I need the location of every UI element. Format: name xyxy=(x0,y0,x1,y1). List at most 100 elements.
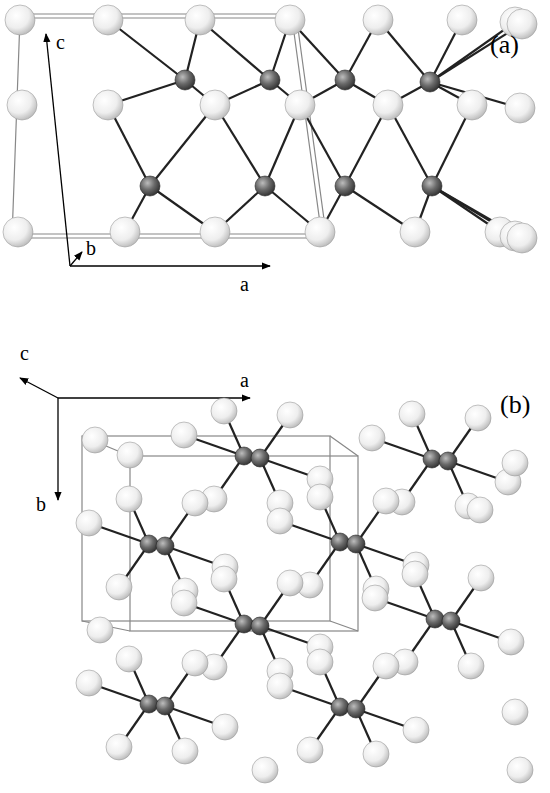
anion-atom xyxy=(373,90,403,120)
cation-atom xyxy=(156,537,174,555)
anion-atom xyxy=(402,561,428,587)
anion-atom xyxy=(458,653,484,679)
panel-label: (b) xyxy=(500,392,530,418)
anion-atom xyxy=(373,653,399,679)
bond xyxy=(430,24,522,82)
anion-atom xyxy=(277,570,303,596)
anion-atom xyxy=(172,738,198,764)
cation-atom xyxy=(331,698,349,716)
anion-atom xyxy=(211,398,237,424)
anion-atom xyxy=(363,5,393,35)
anion-atom xyxy=(362,585,388,611)
cation-atom xyxy=(260,70,280,90)
anion-atom xyxy=(3,217,33,247)
cation-atom xyxy=(420,72,440,92)
anion-atom xyxy=(93,5,123,35)
axes-b xyxy=(20,378,250,500)
anion-atom xyxy=(305,217,335,247)
cation-atom xyxy=(347,535,365,553)
cation-atom xyxy=(426,610,444,628)
anion-atom xyxy=(359,425,385,451)
panel-label: (a) xyxy=(490,32,519,58)
anion-atom xyxy=(106,734,132,760)
cation-atom xyxy=(140,695,158,713)
anion-atom xyxy=(285,90,315,120)
anion-atom xyxy=(76,670,102,696)
cation-atom xyxy=(423,450,441,468)
cation-atom xyxy=(251,449,269,467)
anion-atom xyxy=(505,93,535,123)
cation-atom xyxy=(140,176,160,196)
anion-atom xyxy=(457,90,487,120)
cation-atom xyxy=(156,697,174,715)
anion-atom xyxy=(82,427,108,453)
anion-atom xyxy=(399,401,425,427)
bonds xyxy=(89,20,522,754)
cation-atom xyxy=(255,176,275,196)
axis-label: a xyxy=(240,274,249,294)
anion-atom xyxy=(403,717,429,743)
anion-atom xyxy=(502,450,528,476)
anion-atom xyxy=(185,5,215,35)
anion-atom xyxy=(87,617,113,643)
anion-atom xyxy=(116,486,142,512)
cation-atom xyxy=(235,447,253,465)
anion-atom xyxy=(275,5,305,35)
anion-atom xyxy=(297,737,323,763)
anion-atom xyxy=(267,673,293,699)
anion-atom xyxy=(212,714,238,740)
anion-atom xyxy=(171,590,197,616)
axis-label: b xyxy=(36,494,46,514)
anion-atom xyxy=(400,217,430,247)
anion-atom xyxy=(7,90,37,120)
anion-atom xyxy=(117,442,143,468)
anion-atom xyxy=(467,497,493,523)
axis-label: c xyxy=(56,32,65,52)
cation-atom xyxy=(347,700,365,718)
anion-atom xyxy=(93,90,123,120)
anion-atom xyxy=(252,757,278,783)
anion-atom xyxy=(502,699,528,725)
anion-atom xyxy=(211,566,237,592)
anion-atom xyxy=(110,217,140,247)
axes-a xyxy=(46,34,270,266)
cation-atom xyxy=(335,70,355,90)
axis-label: b xyxy=(86,238,96,258)
anion-atom xyxy=(465,405,491,431)
cation-atom xyxy=(175,70,195,90)
anion-atom xyxy=(507,223,537,253)
anion-atom xyxy=(106,574,132,600)
anion-atom xyxy=(171,422,197,448)
anion-atom xyxy=(277,402,303,428)
anion-atom xyxy=(182,650,208,676)
anion-atom xyxy=(468,565,494,591)
cation-atom xyxy=(439,452,457,470)
anion-atom xyxy=(307,484,333,510)
anion-atom xyxy=(5,5,35,35)
cation-atom xyxy=(422,176,442,196)
unit-cell xyxy=(82,436,358,631)
anion-atom xyxy=(200,90,230,120)
unit-cell xyxy=(12,14,326,238)
cation-atom xyxy=(335,176,355,196)
anion-atom xyxy=(373,488,399,514)
cation-atom xyxy=(331,533,349,551)
anion-atom xyxy=(200,217,230,247)
anion-atom xyxy=(363,741,389,767)
cation-atom xyxy=(235,615,253,633)
atoms xyxy=(3,5,537,783)
cation-atom xyxy=(442,612,460,630)
axis-label: c xyxy=(20,343,29,363)
anion-atom xyxy=(507,757,533,783)
anion-atom xyxy=(76,510,102,536)
anion-atom xyxy=(307,649,333,675)
anion-atom xyxy=(447,5,477,35)
bond xyxy=(150,105,215,186)
anion-atom xyxy=(116,646,142,672)
axis-label: a xyxy=(240,370,249,390)
anion-atom xyxy=(182,490,208,516)
anion-atom xyxy=(498,629,524,655)
cation-atom xyxy=(251,617,269,635)
